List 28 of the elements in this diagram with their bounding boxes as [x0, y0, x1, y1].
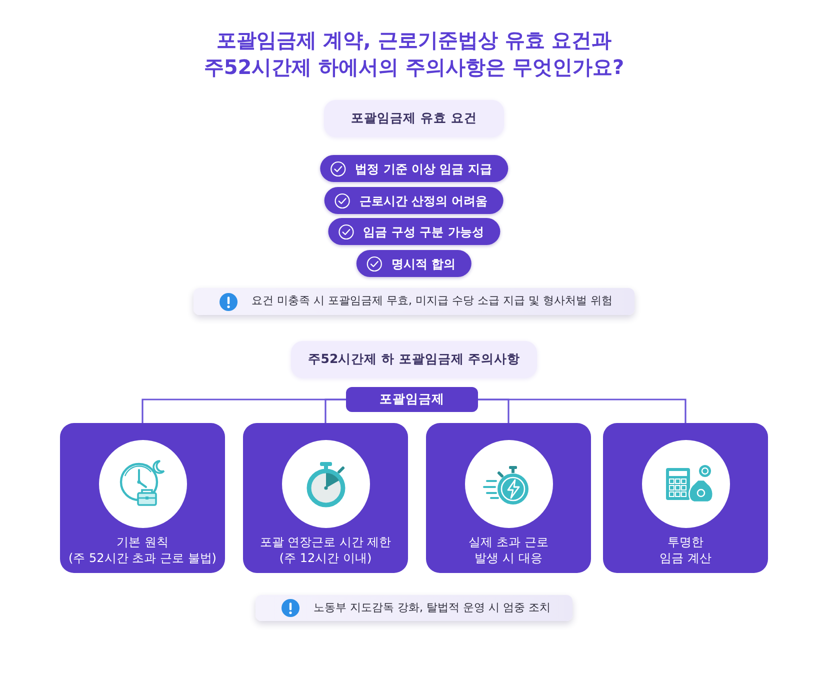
topic-card: [426, 423, 591, 573]
requirement-text: 명시적 합의: [391, 256, 456, 272]
requirement-text: 근로시간 산정의 어려움: [359, 192, 488, 210]
requirement-pill: [356, 250, 472, 277]
warning-text: 요건 미충족 시 포괄임금제 무효, 미지급 수당 소급 지급 및 형사처벌 위험: [252, 293, 612, 310]
requirement-text: 임금 구성 구분 가능성: [363, 224, 484, 240]
warning-banner: [194, 288, 634, 315]
topic-card: [60, 423, 225, 573]
category-tag: 포괄임금제: [346, 387, 478, 412]
card-detail: (주 12시간 이내): [279, 550, 372, 566]
warning-banner: [256, 595, 572, 621]
requirement-pill: [320, 155, 508, 182]
card-title: 투명한 임금 계산: [658, 534, 712, 566]
requirement-pill: [324, 187, 504, 214]
card-detail: (주 52시간 초과 근로 불법): [68, 550, 216, 566]
topic-card: [603, 423, 768, 573]
card-title: 포괄 연장근로 시간 제한: [260, 534, 392, 550]
connector-line: [324, 398, 346, 423]
requirement-text: 법정 기준 이상 임금 지급: [355, 160, 492, 178]
card-title: 기본 원칙: [116, 534, 168, 550]
section-header: 주52시간제 하 포괄임금제 주의사항: [291, 341, 537, 378]
warning-text: 노동부 지도감독 강화, 탈법적 운영 시 엄중 조치: [314, 600, 550, 616]
connector-line: [478, 398, 686, 423]
section-header: 포괄임금제 유효 요건: [324, 100, 504, 137]
topic-card: [243, 423, 408, 573]
requirement-pill: [328, 218, 500, 245]
card-title: 실제 초과 근로 발생 시 대응: [468, 534, 550, 566]
page-title: 포괄임금제 계약, 근로기준법상 유효 요건과 주52시간제 하에서의 주의사항은 무엇인가요?: [202, 27, 626, 81]
